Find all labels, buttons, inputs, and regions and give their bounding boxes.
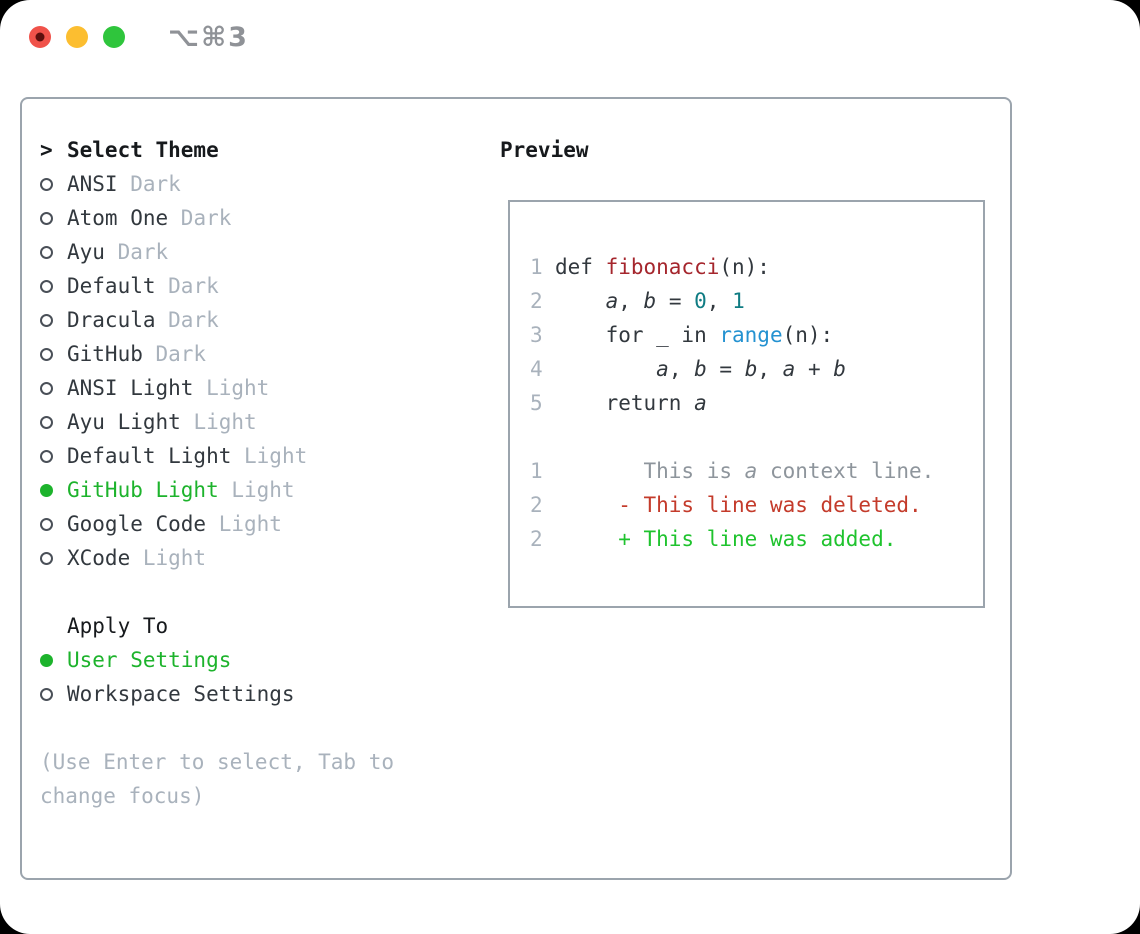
traffic-lights xyxy=(29,26,125,48)
theme-item-name: Ayu xyxy=(67,240,105,264)
apply-to-option-label: Workspace Settings xyxy=(67,682,295,706)
radio-selected-icon xyxy=(40,483,53,497)
theme-item-name: Google Code xyxy=(67,512,207,536)
diff-sample: 1 This is a context line. 2 - This line w… xyxy=(530,454,983,556)
theme-item-name: GitHub Light xyxy=(67,478,219,502)
theme-item-name: ANSI Light xyxy=(67,376,194,400)
preview-header: Preview xyxy=(500,133,589,167)
radio-icon xyxy=(40,177,53,191)
theme-item[interactable]: Dracula Dark xyxy=(40,303,394,337)
radio-icon xyxy=(40,687,53,701)
help-text-line: change focus) xyxy=(40,784,205,808)
theme-item-variant: Light xyxy=(180,410,257,434)
code-line: 4 a, b = b, a + b xyxy=(530,357,846,381)
theme-item[interactable]: GitHub Light Light xyxy=(40,473,394,507)
theme-item[interactable]: Google Code Light xyxy=(40,507,394,541)
line-number: 4 xyxy=(530,357,543,381)
theme-item[interactable]: Ayu Light Light xyxy=(40,405,394,439)
theme-item-variant: Dark xyxy=(117,172,181,196)
line-number: 5 xyxy=(530,391,543,415)
diff-line: 2 + This line was added. xyxy=(530,527,897,551)
theme-item[interactable]: Default Light Light xyxy=(40,439,394,473)
maximize-button[interactable] xyxy=(103,26,125,48)
theme-item-name: Atom One xyxy=(67,206,169,230)
diff-line: 1 This is a context line. xyxy=(530,459,935,483)
radio-icon xyxy=(40,449,53,463)
theme-item-variant: Light xyxy=(130,546,207,570)
close-button[interactable] xyxy=(29,26,51,48)
apply-to-option[interactable]: User Settings xyxy=(40,643,394,677)
help-text: (Use Enter to select, Tab to change focus… xyxy=(40,745,394,813)
code-line: 5 return a xyxy=(530,391,707,415)
theme-item-name: GitHub xyxy=(67,342,143,366)
titlebar[interactable]: ⌥⌘3 xyxy=(0,0,1140,74)
radio-icon xyxy=(40,551,53,565)
apply-to-option[interactable]: Workspace Settings xyxy=(40,677,394,711)
theme-item-variant: Light xyxy=(193,376,270,400)
theme-item-variant: Dark xyxy=(168,206,232,230)
theme-item-name: Default xyxy=(67,274,156,298)
theme-item[interactable]: ANSI Dark xyxy=(40,167,394,201)
code-line: 3 for _ in range(n): xyxy=(530,323,834,347)
theme-item-variant: Light xyxy=(231,444,308,468)
apply-to-title: Apply To xyxy=(67,614,169,638)
theme-item[interactable]: ANSI Light Light xyxy=(40,371,394,405)
theme-item-variant: Dark xyxy=(142,342,207,366)
theme-item[interactable]: Ayu Dark xyxy=(40,235,394,269)
theme-item-name: Ayu Light xyxy=(67,410,181,434)
line-number: 2 xyxy=(530,493,543,517)
radio-icon xyxy=(40,211,53,225)
theme-item[interactable]: XCode Light xyxy=(40,541,394,575)
minimize-button[interactable] xyxy=(66,26,88,48)
preview-title: Preview xyxy=(500,138,589,162)
line-number: 1 xyxy=(530,459,543,483)
theme-item-name: Default Light xyxy=(67,444,232,468)
close-button-dot xyxy=(35,32,45,42)
theme-item[interactable]: Atom One Dark xyxy=(40,201,394,235)
apply-to-header: Apply To xyxy=(40,609,394,643)
radio-selected-icon xyxy=(40,653,53,667)
theme-item-name: XCode xyxy=(67,546,131,570)
line-number: 1 xyxy=(530,255,543,279)
select-theme-header: > Select Theme xyxy=(40,133,394,167)
window-title: ⌥⌘3 xyxy=(168,21,249,53)
diff-line: 2 - This line was deleted. xyxy=(530,493,922,517)
radio-icon xyxy=(40,415,53,429)
theme-item-variant: Dark xyxy=(104,240,169,264)
theme-item-name: Dracula xyxy=(67,308,156,332)
theme-item[interactable]: GitHub Dark xyxy=(40,337,394,371)
apply-to-option-label: User Settings xyxy=(67,648,232,672)
radio-icon xyxy=(40,381,53,395)
selection-caret: > xyxy=(40,138,53,162)
radio-icon xyxy=(40,347,53,361)
theme-item-variant: Dark xyxy=(155,308,219,332)
line-number: 3 xyxy=(530,323,543,347)
radio-icon xyxy=(40,279,53,293)
line-number: 2 xyxy=(530,527,543,551)
theme-item-variant: Light xyxy=(218,478,295,502)
radio-icon xyxy=(40,313,53,327)
code-line: 2 a, b = 0, 1 xyxy=(530,289,745,313)
radio-icon xyxy=(40,245,53,259)
theme-item-name: ANSI xyxy=(67,172,118,196)
theme-item[interactable]: Default Dark xyxy=(40,269,394,303)
select-theme-title: Select Theme xyxy=(67,138,219,162)
theme-item-variant: Dark xyxy=(155,274,219,298)
theme-item-variant: Light xyxy=(206,512,282,536)
radio-icon xyxy=(40,517,53,531)
line-number: 2 xyxy=(530,289,543,313)
help-text-line: (Use Enter to select, Tab to xyxy=(40,750,395,774)
